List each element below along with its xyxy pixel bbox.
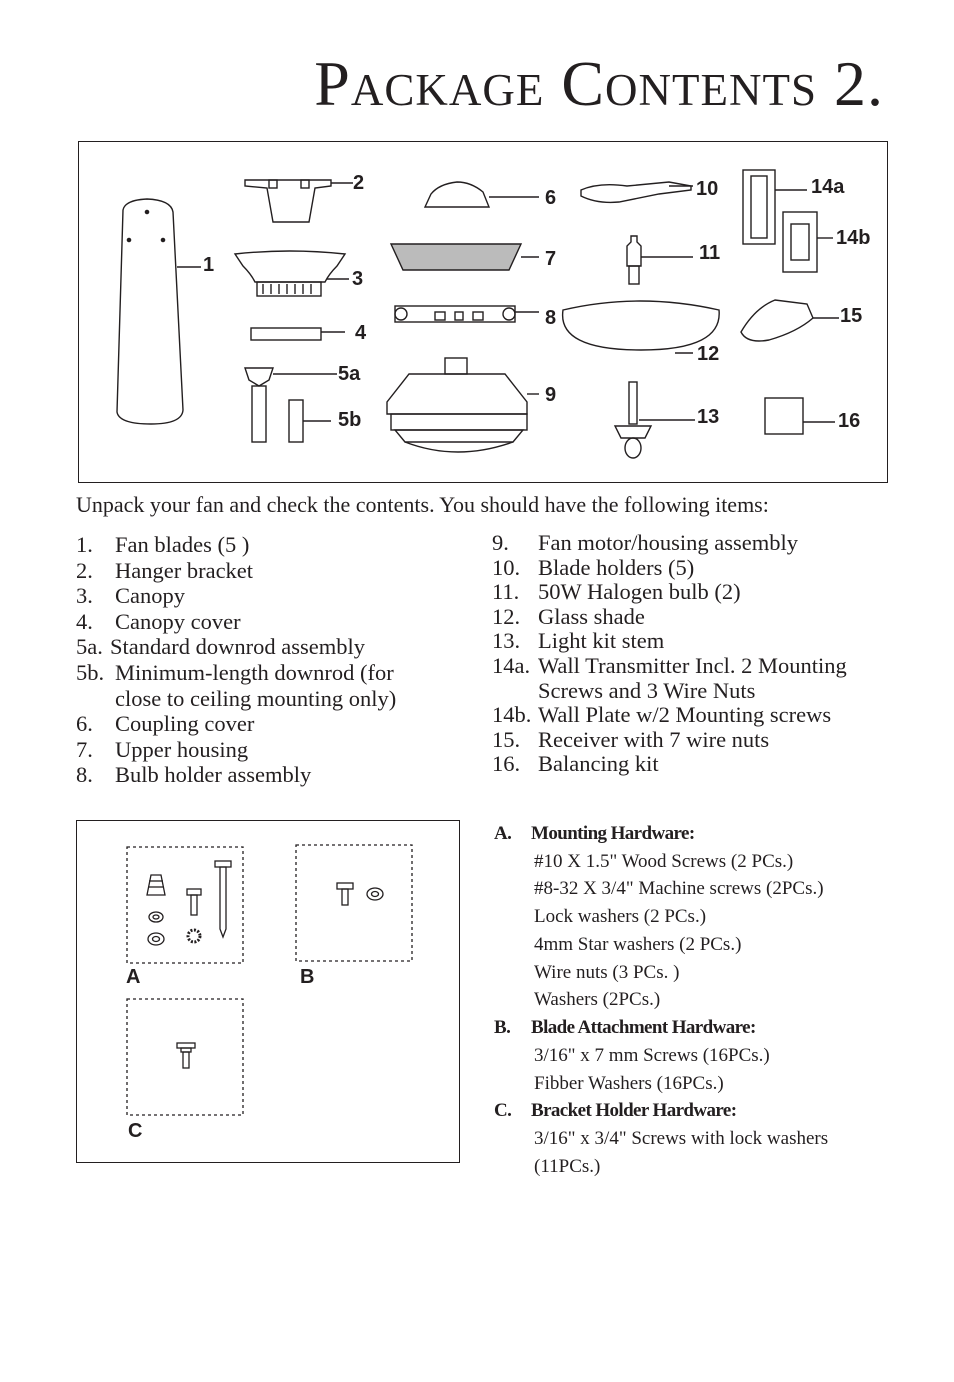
label-5a: 5a — [338, 363, 361, 385]
label-4: 4 — [355, 322, 367, 344]
machine-screw-shape — [186, 888, 202, 896]
label-14b: 14b — [836, 227, 871, 249]
list-item: 8.Bulb holder assembly — [76, 762, 312, 788]
star-washer-shape — [186, 928, 202, 944]
balancing-kit-shape — [764, 397, 804, 435]
list-item: 15.Receiver with 7 wire nuts — [492, 726, 770, 752]
group-label-c: C — [128, 1120, 143, 1142]
downrod-standard-shape — [244, 367, 274, 387]
label-3: 3 — [352, 268, 364, 290]
hardware-line: Washers (2PCs.) — [534, 989, 661, 1011]
hardware-heading: C.Bracket Holder Hardware: — [494, 1100, 737, 1122]
list-item: 2.Hanger bracket — [76, 557, 254, 583]
wood-screw-shape — [214, 860, 232, 868]
motor-housing-shape — [444, 357, 468, 375]
hardware-heading: A.Mounting Hardware: — [494, 823, 695, 844]
label-10: 10 — [696, 178, 719, 200]
list-item: 14a.Wall Transmitter Incl. 2 Mounting Sc… — [492, 652, 847, 703]
coupling-cover-shape — [423, 181, 491, 208]
hardware-group-b: B.Blade Attachment Hardware: 3/16" x 7 m… — [494, 1014, 914, 1097]
list-item: 13.Light kit stem — [492, 628, 665, 654]
label-14a: 14a — [811, 176, 845, 198]
list-item: 6.Coupling cover — [76, 711, 255, 737]
label-16: 16 — [838, 410, 861, 432]
list-item: 1.Fan blades (5 ) — [76, 532, 250, 557]
intro-text: Unpack your fan and check the contents. … — [76, 492, 769, 517]
wire-nut-shape — [146, 874, 166, 896]
label-13: 13 — [697, 406, 720, 428]
group-c-outline — [126, 998, 244, 1116]
upper-housing-shape — [389, 243, 523, 271]
blade-screw-shape — [336, 882, 354, 890]
label-8: 8 — [545, 307, 557, 329]
label-1: 1 — [203, 254, 215, 276]
page-title: Package Contents 2. — [314, 48, 884, 119]
hardware-diagram: A B C — [76, 820, 460, 1163]
washer-shape — [147, 932, 165, 946]
wall-transmitter-shape — [742, 169, 776, 245]
list-item: 4.Canopy cover — [76, 608, 241, 634]
light-kit-stem-shape — [628, 381, 638, 425]
list-item: 5b.Minimum-length downrod (for close to … — [76, 659, 397, 711]
canopy-shape — [233, 250, 347, 283]
list-item: 5a.Standard downrod assembly — [76, 634, 365, 660]
hardware-line: #10 X 1.5" Wood Screws (2 PCs.) — [534, 850, 794, 872]
parts-illustration — [116, 169, 839, 459]
hardware-line: Wire nuts (3 PCs. ) — [534, 961, 680, 983]
halogen-bulb-shape — [626, 235, 642, 267]
bracket-screw-shape — [176, 1042, 196, 1049]
items-list-right: 9.Fan motor/housing assembly 10.Blade ho… — [492, 530, 892, 777]
hardware-heading: B.Blade Attachment Hardware: — [494, 1017, 756, 1039]
label-2: 2 — [353, 172, 365, 194]
fiber-washer-shape — [366, 887, 384, 901]
hardware-line: 3/16" x 7 mm Screws (16PCs.) — [534, 1044, 770, 1066]
parts-diagram: 1 2 3 4 5a 5b 6 7 8 9 10 11 12 13 14a 14… — [78, 141, 888, 483]
label-11: 11 — [699, 242, 721, 264]
label-15: 15 — [840, 305, 863, 327]
lock-washer-shape — [148, 911, 164, 923]
receiver-shape — [740, 299, 814, 342]
hardware-line: 3/16" x 3/4" Screws with lock washers — [534, 1127, 829, 1149]
group-b-outline — [295, 844, 413, 962]
hardware-line: Fibber Washers (16PCs.) — [534, 1072, 724, 1094]
hardware-group-a: A.Mounting Hardware: #10 X 1.5" Wood Scr… — [494, 820, 914, 1014]
items-list-left: 1.Fan blades (5 ) 2.Hanger bracket 3.Can… — [76, 532, 476, 788]
hardware-list: A.Mounting Hardware: #10 X 1.5" Wood Scr… — [494, 820, 914, 1180]
fan-blade-shape — [116, 198, 184, 425]
blade-holder-shape — [580, 181, 692, 204]
group-label-b: B — [300, 966, 315, 988]
label-5b: 5b — [338, 409, 362, 431]
group-label-a: A — [126, 966, 141, 988]
label-6: 6 — [545, 187, 557, 209]
label-9: 9 — [545, 384, 557, 406]
label-7: 7 — [545, 248, 557, 270]
hardware-line: #8-32 X 3/4" Machine screws (2PCs.) — [534, 878, 824, 900]
canopy-cover-shape — [250, 327, 322, 341]
wall-plate-shape — [782, 211, 818, 273]
list-item: 7.Upper housing — [76, 736, 249, 762]
glass-shade-shape — [561, 300, 720, 351]
list-item: 10.Blade holders (5) — [492, 554, 695, 580]
list-item: 11.50W Halogen bulb (2) — [492, 579, 741, 605]
hardware-group-c: C.Bracket Holder Hardware: 3/16" x 3/4" … — [494, 1097, 914, 1180]
list-item: 3.Canopy — [76, 583, 185, 609]
list-item: 14b.Wall Plate w/2 Mounting screws — [492, 702, 832, 728]
list-item: 16.Balancing kit — [492, 751, 659, 777]
list-item: 9.Fan motor/housing assembly — [492, 530, 798, 555]
label-12: 12 — [697, 343, 720, 365]
hanger-bracket-shape — [244, 179, 332, 223]
group-a-outline — [126, 846, 244, 964]
hardware-line: 4mm Star washers (2 PCs.) — [534, 933, 742, 955]
hardware-line: Lock washers (2 PCs.) — [534, 906, 707, 928]
hardware-illustration — [126, 844, 413, 1116]
list-item: 12.Glass shade — [492, 603, 645, 629]
downrod-short-shape — [288, 399, 304, 443]
hardware-line: (11PCs.) — [534, 1155, 601, 1177]
